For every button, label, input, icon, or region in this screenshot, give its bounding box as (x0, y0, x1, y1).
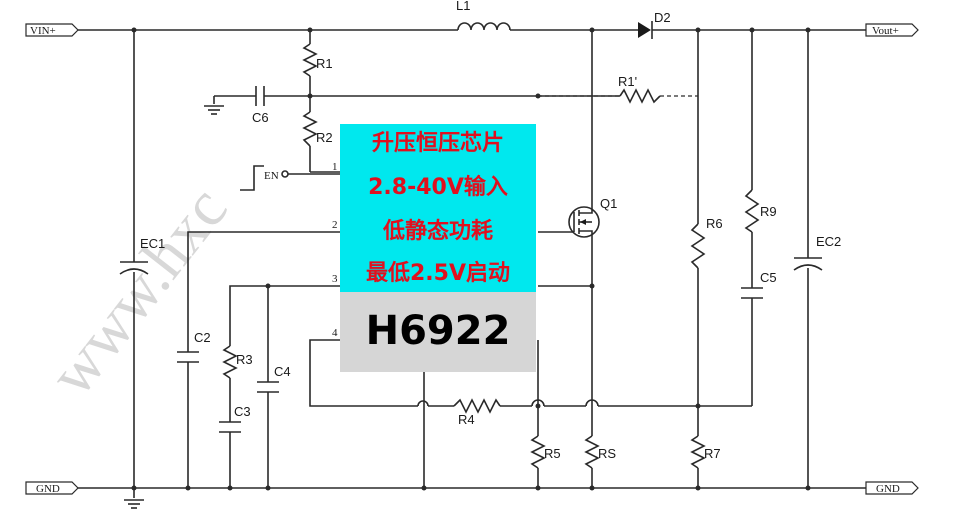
c3-label: C3 (234, 404, 251, 419)
ground-symbol-c6 (203, 105, 225, 115)
chip-part-number: H6922 (366, 308, 511, 354)
resistor-r2: R2 (302, 111, 333, 147)
chip-feature-3: 低静态功耗 (382, 218, 493, 244)
resistor-r7: R7 (690, 435, 721, 469)
ec2-label: EC2 (816, 234, 841, 249)
en-input: EN (264, 170, 289, 182)
capacitor-c5: C5 (741, 270, 777, 299)
gnd-port-left: GND (25, 481, 79, 495)
r9-label: R9 (760, 204, 777, 219)
mosfet-q1: Q1 (568, 196, 617, 238)
r7-label: R7 (704, 446, 721, 461)
c2-label: C2 (194, 330, 211, 345)
d2-label: D2 (654, 10, 671, 25)
c5-label: C5 (760, 270, 777, 285)
capacitor-c6: C6 (252, 86, 269, 125)
gnd-port-left-label: GND (36, 483, 60, 495)
l1-label: L1 (456, 0, 470, 13)
vout-port-label: Vout+ (872, 25, 899, 37)
resistor-r6: R6 (690, 216, 723, 269)
resistor-r5: R5 (530, 435, 561, 469)
vout-port: Vout+ (865, 23, 919, 37)
capacitor-c2: C2 (177, 330, 211, 363)
ec1-label: EC1 (140, 236, 165, 251)
pin-1-number: 1 (332, 161, 338, 173)
ground-symbol-bottom (123, 499, 145, 509)
r1-prime-label: R1' (618, 74, 637, 89)
junction-dots (131, 27, 811, 491)
chip-feature-1: 升压恒压芯片 (372, 130, 504, 156)
r1-label: R1 (316, 56, 333, 71)
rs-label: RS (598, 446, 616, 461)
wires (78, 29, 866, 498)
q1-label: Q1 (600, 196, 617, 211)
chip-feature-2: 2.8-40V输入 (368, 174, 508, 200)
c4-label: C4 (274, 364, 291, 379)
c6-label: C6 (252, 110, 269, 125)
resistor-r1: R1 (302, 43, 333, 77)
resistor-r3: R3 (222, 345, 253, 379)
pin-3-number: 3 (332, 273, 338, 285)
r3-label: R3 (236, 352, 253, 367)
gnd-port-right: GND (865, 481, 919, 495)
chip-block: 升压恒压芯片 2.8-40V输入 低静态功耗 最低2.5V启动 H6922 (340, 124, 536, 372)
diode-d2: D2 (638, 10, 671, 39)
r6-label: R6 (706, 216, 723, 231)
resistor-r4: R4 (453, 398, 501, 427)
r2-label: R2 (316, 130, 333, 145)
resistor-rs: RS (584, 435, 616, 469)
resistor-r1-prime: R1' (618, 74, 661, 104)
chip-feature-4: 最低2.5V启动 (366, 260, 510, 286)
watermark-text: www.hxc (35, 173, 240, 408)
capacitor-c3: C3 (219, 404, 251, 433)
en-label: EN (264, 170, 279, 182)
r4-label: R4 (458, 412, 475, 427)
resistor-r9: R9 (744, 189, 777, 233)
chip-feature-panel (340, 124, 536, 292)
chip-name-panel (340, 292, 536, 372)
vin-port: VIN+ (25, 23, 79, 37)
gnd-port-right-label: GND (876, 483, 900, 495)
r5-label: R5 (544, 446, 561, 461)
pin-4-number: 4 (332, 327, 338, 339)
pin-2-number: 2 (332, 219, 338, 231)
capacitor-c4: C4 (257, 364, 291, 393)
inductor-l1: L1 (456, 0, 511, 31)
capacitor-ec1: EC1 (119, 236, 165, 275)
vin-port-label: VIN+ (30, 25, 56, 37)
capacitor-ec2: EC2 (793, 234, 841, 271)
